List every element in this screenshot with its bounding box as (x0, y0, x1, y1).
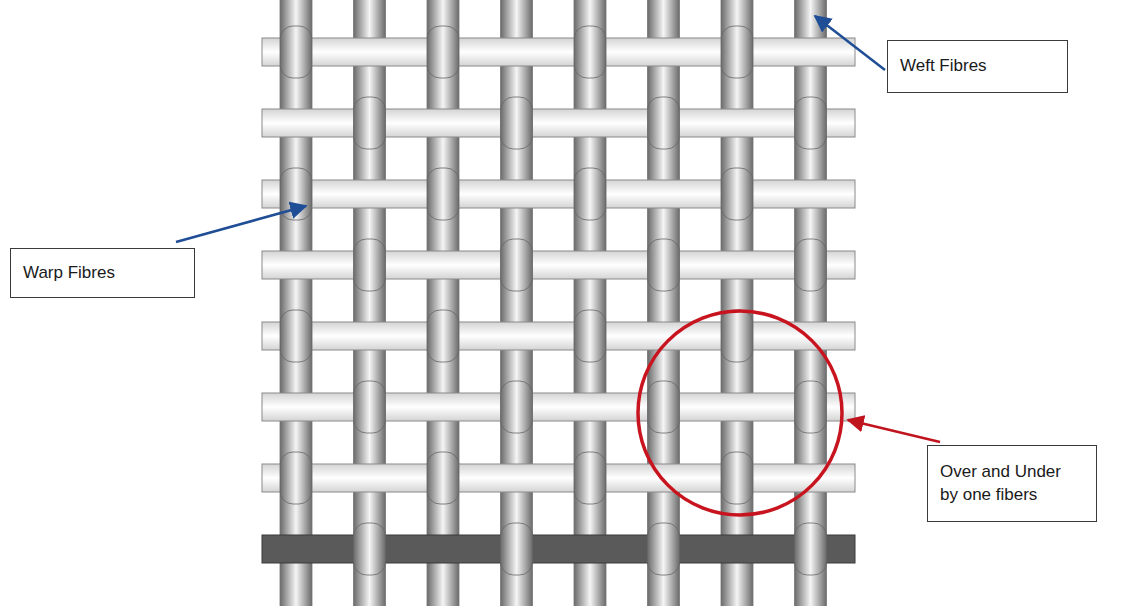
weft-crossing (354, 97, 386, 149)
weft-crossing (354, 523, 386, 575)
warp-strand (262, 251, 855, 279)
label-box: Weft Fibres (887, 40, 1068, 93)
weft-crossing (795, 97, 827, 149)
weft-crossing (795, 381, 827, 433)
label-text: Over and Under by one fibers (940, 461, 1078, 507)
weft-crossing (354, 239, 386, 291)
weft-strand (648, 0, 680, 606)
label-box: Warp Fibres (10, 248, 195, 298)
warp-strand (262, 535, 855, 563)
weft-crossing (648, 97, 680, 149)
weft-strand (795, 0, 827, 606)
plain-weave (262, 0, 855, 606)
warp-strand (262, 109, 855, 137)
warp-strand (262, 180, 855, 208)
weft-crossing (280, 26, 312, 78)
weft-strand (280, 0, 312, 606)
weft-strand (574, 0, 606, 606)
label-text: Weft Fibres (900, 55, 987, 78)
weft-crossing (574, 452, 606, 504)
warp-strand (262, 393, 855, 421)
warp-strand (262, 322, 855, 350)
weft-crossing (501, 381, 533, 433)
weft-crossing (574, 26, 606, 78)
weft-crossing (501, 523, 533, 575)
weft-crossing (354, 381, 386, 433)
warp-strand (262, 464, 855, 492)
weft-crossing (721, 168, 753, 220)
weft-crossing (427, 452, 459, 504)
leader-arrow (848, 420, 940, 442)
weft-crossing (574, 168, 606, 220)
highlight-circle (638, 311, 842, 515)
weft-crossing (427, 168, 459, 220)
weft-crossing (280, 452, 312, 504)
weft-crossing (574, 310, 606, 362)
weft-strand (354, 0, 386, 606)
weft-strand (501, 0, 533, 606)
weft-strand (427, 0, 459, 606)
weft-crossing (721, 452, 753, 504)
label-text: Warp Fibres (23, 262, 115, 285)
leader-arrow (176, 206, 306, 242)
leader-arrow (815, 16, 885, 70)
label-box: Over and Under by one fibers (927, 445, 1097, 522)
weft-crossing (648, 381, 680, 433)
weft-crossing (795, 239, 827, 291)
weft-crossing (721, 310, 753, 362)
weft-crossing (648, 239, 680, 291)
weft-crossing (280, 310, 312, 362)
weft-crossing (795, 523, 827, 575)
weft-crossing (648, 523, 680, 575)
weft-crossing (427, 26, 459, 78)
weft-crossing (427, 310, 459, 362)
weft-crossing (721, 26, 753, 78)
warp-strand (262, 38, 855, 66)
weft-crossing (501, 239, 533, 291)
weft-crossing (501, 97, 533, 149)
